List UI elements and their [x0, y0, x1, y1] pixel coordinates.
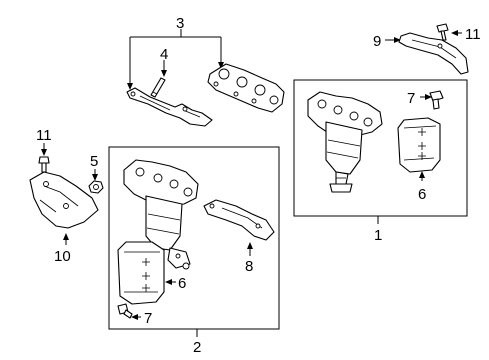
- converter-shield-part-6-lower: [117, 241, 176, 305]
- heat-shield-part-10: [29, 171, 99, 245]
- bolt-part-7-lower: [117, 303, 141, 320]
- callout-6-lower: 6: [178, 275, 186, 292]
- bolt-part-11-left: [38, 143, 50, 173]
- bolt-part-7-upper: [420, 90, 444, 110]
- bolt-part-11-upper: [436, 23, 462, 41]
- callout-11-left: 11: [36, 127, 52, 144]
- manifold-converter-assembly-1: [307, 91, 383, 193]
- heat-shield-part-9: [385, 32, 469, 75]
- callout-9: 9: [373, 33, 381, 50]
- assembly-1-frame: [293, 79, 468, 217]
- callout-2: 2: [193, 339, 201, 356]
- callout-11-upper: 11: [465, 26, 481, 43]
- callout-7-lower: 7: [144, 310, 152, 327]
- callout-3-bracket: [127, 29, 224, 90]
- heat-shield-part-8: [203, 199, 275, 256]
- stud-part-4: [150, 60, 167, 98]
- callout-1: 1: [374, 227, 382, 244]
- assembly-2-frame: [108, 146, 280, 330]
- callout-3: 3: [176, 15, 184, 32]
- callout-10: 10: [54, 248, 71, 265]
- gasket-strip-part-3: [126, 87, 213, 127]
- callout-4: 4: [160, 46, 168, 63]
- nut-part-5: [88, 169, 104, 194]
- manifold-converter-assembly-2: [123, 159, 199, 270]
- callout-7-upper: 7: [407, 90, 415, 107]
- converter-shield-part-6-upper: [397, 117, 441, 181]
- callout-5: 5: [90, 153, 98, 170]
- callout-8: 8: [245, 258, 253, 275]
- callout-6-upper: 6: [418, 186, 426, 203]
- manifold-gasket-part-3: [207, 63, 285, 113]
